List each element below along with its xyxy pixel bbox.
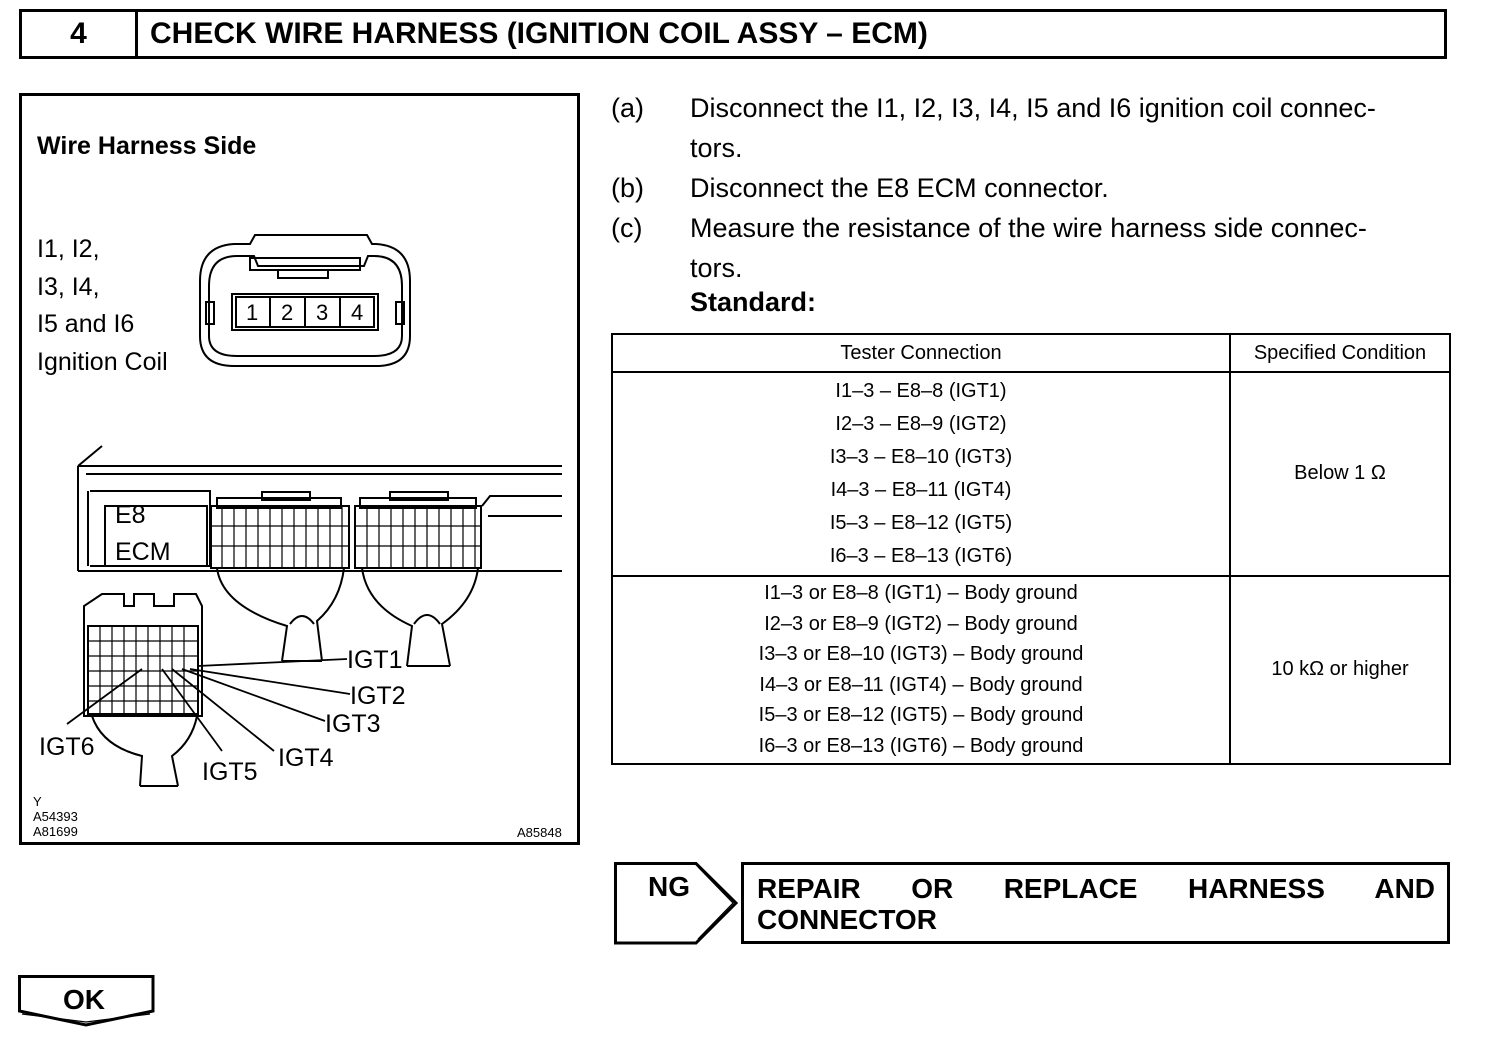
coil-label-line3: I5 and I6 bbox=[37, 310, 135, 338]
ok-label: OK bbox=[63, 984, 105, 1015]
figure-heading: Wire Harness Side bbox=[37, 132, 257, 160]
callout-igt3: IGT3 bbox=[325, 710, 381, 738]
standard-label: Standard: bbox=[690, 287, 817, 317]
coil-label-line2: I3, I4, bbox=[37, 273, 100, 301]
step-label: (c) bbox=[611, 213, 643, 243]
wiring-figure: Wire Harness Side I1, I2, I3, I4, I5 and… bbox=[19, 93, 580, 845]
step-a: (a) Disconnect the I1, I2, I3, I4, I5 an… bbox=[611, 88, 1456, 168]
e8-grid-lines bbox=[88, 626, 198, 714]
connection-cell: I1–3 – E8–8 (IGT1) I2–3 – E8–9 (IGT2) I3… bbox=[611, 371, 1231, 577]
connection-line: I3–3 – E8–10 (IGT3) bbox=[829, 445, 1013, 468]
figure-codes: Y A54393 A81699 bbox=[33, 794, 78, 839]
step-header: 4 CHECK WIRE HARNESS (IGNITION COIL ASSY… bbox=[19, 9, 1447, 59]
ng-action-box: REPAIR OR REPLACE HARNESS AND CONNECTOR bbox=[741, 862, 1450, 944]
callout-igt2: IGT2 bbox=[350, 682, 406, 710]
step-text: Disconnect the E8 ECM connector. bbox=[690, 173, 1109, 203]
callout-igt4: IGT4 bbox=[278, 744, 334, 772]
table-row: I1–3 – E8–8 (IGT1) I2–3 – E8–9 (IGT2) I3… bbox=[611, 371, 1451, 577]
ng-label: NG bbox=[648, 871, 690, 902]
condition-cell: Below 1 Ω bbox=[1229, 371, 1451, 577]
coil-pin-2: 2 bbox=[281, 300, 294, 325]
connection-line: I5–3 – E8–12 (IGT5) bbox=[829, 511, 1013, 534]
ok-arrow-shape: OK bbox=[18, 975, 155, 1027]
step-number: 4 bbox=[22, 12, 138, 56]
connection-line: I6–3 – E8–13 (IGT6) bbox=[829, 544, 1013, 567]
step-c: (c) Measure the resistance of the wire h… bbox=[611, 208, 1456, 288]
step-b: (b) Disconnect the E8 ECM connector. bbox=[611, 168, 1456, 208]
ok-indicator: OK bbox=[18, 975, 158, 1032]
coil-label-line4: Ignition Coil bbox=[37, 348, 168, 376]
ng-action-line1: REPAIR OR REPLACE HARNESS AND bbox=[757, 873, 1435, 904]
step-text-cont: tors. bbox=[690, 133, 743, 163]
connection-cell: I1–3 or E8–8 (IGT1) – Body ground I2–3 o… bbox=[611, 574, 1231, 766]
procedure-steps: (a) Disconnect the I1, I2, I3, I4, I5 an… bbox=[611, 88, 1456, 288]
ng-action-word: REPAIR bbox=[757, 873, 861, 904]
step-label: (a) bbox=[611, 93, 644, 123]
callout-igt1: IGT1 bbox=[347, 646, 403, 674]
ecm-body-shape bbox=[77, 445, 562, 572]
connection-line: I2–3 or E8–9 (IGT2) – Body ground bbox=[764, 612, 1078, 635]
connection-line: I1–3 or E8–8 (IGT1) – Body ground bbox=[764, 582, 1078, 605]
ng-indicator: NG bbox=[614, 862, 739, 951]
ecm-grid-lines bbox=[211, 506, 481, 568]
coil-pin-4: 4 bbox=[351, 300, 364, 325]
connection-line: I3–3 or E8–10 (IGT3) – Body ground bbox=[758, 643, 1084, 666]
header-tester-connection: Tester Connection bbox=[611, 333, 1231, 373]
callout-igt6: IGT6 bbox=[39, 733, 95, 761]
connection-line: I2–3 – E8–9 (IGT2) bbox=[835, 412, 1007, 435]
callout-igt5: IGT5 bbox=[202, 758, 258, 786]
header-specified-condition: Specified Condition bbox=[1229, 333, 1451, 373]
e8-harness-shape bbox=[91, 715, 198, 787]
connection-line: I4–3 or E8–11 (IGT4) – Body ground bbox=[759, 673, 1083, 696]
connection-line: I1–3 – E8–8 (IGT1) bbox=[835, 379, 1007, 402]
ng-action-word: HARNESS bbox=[1187, 873, 1325, 904]
ng-action-word: REPLACE bbox=[1003, 873, 1138, 904]
step-label: (b) bbox=[611, 173, 644, 203]
ng-action-line2: CONNECTOR bbox=[757, 904, 937, 935]
step-text-cont: tors. bbox=[690, 253, 743, 283]
coil-connector-shape bbox=[199, 234, 411, 367]
ecm-harness-shape bbox=[216, 567, 479, 667]
connector-drawing bbox=[66, 234, 562, 787]
step-text: Measure the resistance of the wire harne… bbox=[690, 213, 1367, 243]
ng-action-word: AND bbox=[1374, 873, 1436, 904]
connection-line: I4–3 – E8–11 (IGT4) bbox=[830, 478, 1012, 501]
ng-arrow-shape: NG bbox=[614, 862, 739, 945]
ecm-label-ecm: ECM bbox=[115, 538, 171, 566]
table-header-row: Tester Connection Specified Condition bbox=[611, 333, 1451, 373]
connection-line: I6–3 or E8–13 (IGT6) – Body ground bbox=[758, 734, 1084, 757]
coil-pin-3: 3 bbox=[316, 300, 329, 325]
spec-table: Tester Connection Specified Condition I1… bbox=[611, 333, 1451, 766]
step-text: Disconnect the I1, I2, I3, I4, I5 and I6… bbox=[690, 93, 1376, 123]
step-title: CHECK WIRE HARNESS (IGNITION COIL ASSY –… bbox=[150, 17, 928, 50]
ecm-label-e8: E8 bbox=[115, 501, 146, 529]
connection-line: I5–3 or E8–12 (IGT5) – Body ground bbox=[758, 704, 1084, 727]
ng-action-word: OR bbox=[911, 873, 954, 904]
coil-label-line1: I1, I2, bbox=[37, 235, 100, 263]
coil-pin-1: 1 bbox=[246, 300, 259, 325]
figure-id: A85848 bbox=[517, 825, 562, 840]
callout-leaders bbox=[66, 658, 351, 752]
condition-cell: 10 kΩ or higher bbox=[1229, 574, 1451, 766]
table-row: I1–3 or E8–8 (IGT1) – Body ground I2–3 o… bbox=[611, 574, 1451, 766]
